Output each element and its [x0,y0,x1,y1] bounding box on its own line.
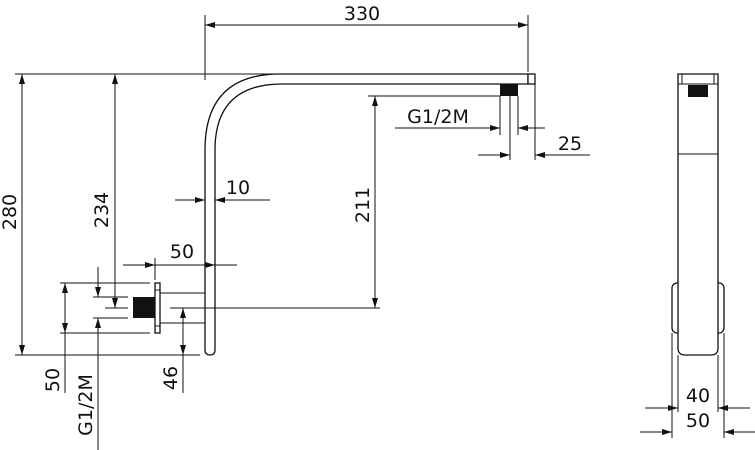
dim-outlet-thread-label: G1/2M [407,106,469,128]
dim-wall-projection-label: 50 [170,241,194,263]
dimensions [15,15,590,450]
side-outlet-nozzle [688,85,708,97]
arm-body [204,73,529,356]
outlet-nozzle [500,84,518,96]
dim-inlet-thread-label: G1/2M [75,374,97,436]
dim-total-reach-label: 330 [344,3,380,25]
dim-outlet-offset-label: 25 [558,133,582,155]
dim-inlet-to-bottom-label: 46 [160,366,182,390]
side-view [640,73,755,438]
dim-arm-width-label: 40 [686,385,710,407]
dim-wall-to-arm-top-label: 234 [91,192,113,228]
dim-outlet-drop-label: 211 [352,187,374,223]
inlet-fitting [133,297,155,318]
dim-flange-width-label: 50 [686,410,710,432]
dim-total-height-label: 280 [0,194,21,230]
dim-pipe-thickness-label: 10 [226,177,250,199]
side-arm-body [677,73,719,356]
arm-end-cap [527,73,536,85]
dim-flange-height-label: 50 [42,368,64,392]
front-view [133,73,536,356]
